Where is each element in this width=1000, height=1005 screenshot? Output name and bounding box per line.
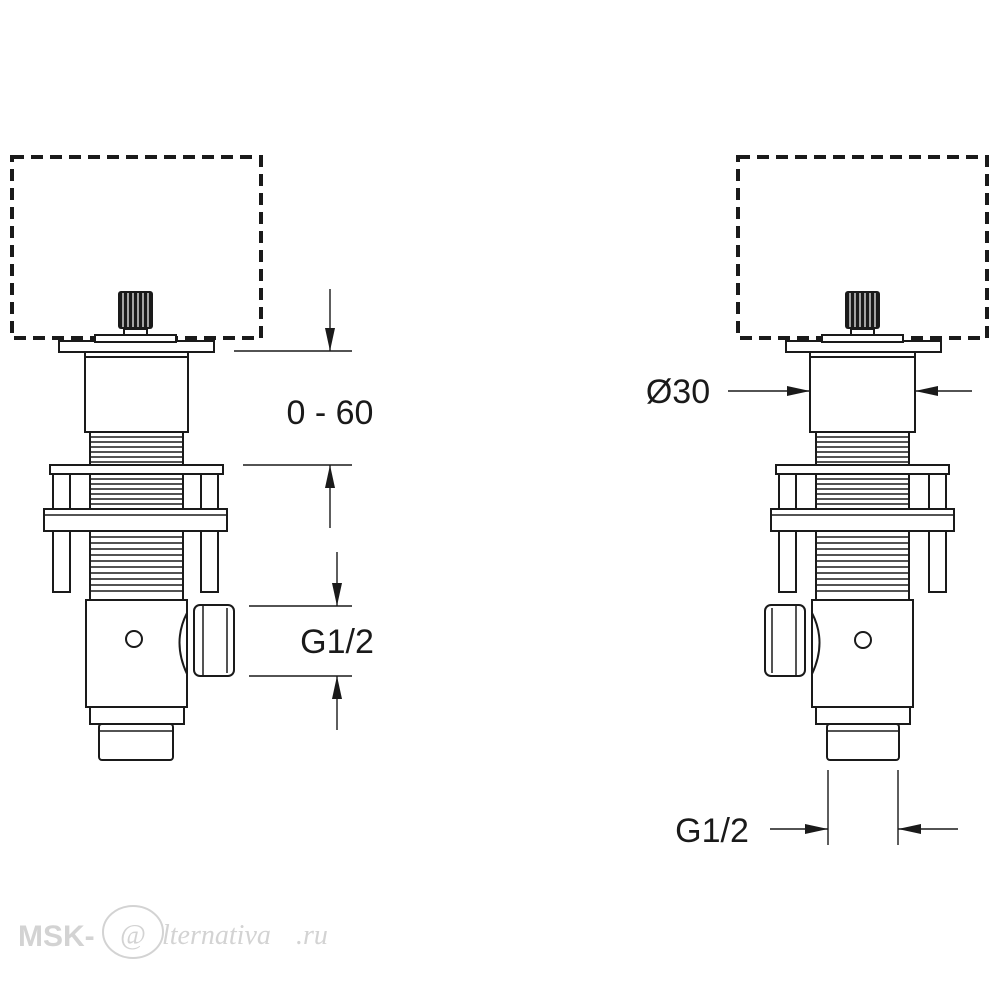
bottom-thread-dimension: G1/2	[675, 770, 958, 850]
left-ribbed-body-lower	[89, 530, 184, 601]
right-view: Ø30 G1/2	[646, 155, 989, 850]
side-thread-dimension: G1/2	[249, 552, 374, 730]
svg-text:lternativa: lternativa	[162, 920, 271, 951]
depth-dimension-label: 0 - 60	[287, 394, 374, 432]
right-valve-body	[764, 599, 914, 761]
right-ribbed-body-upper	[815, 431, 910, 466]
left-cover-plate	[58, 334, 215, 358]
left-ribbed-body-upper	[89, 431, 184, 466]
right-mounting-bracket	[770, 464, 955, 593]
diameter-dimension: Ø30	[646, 373, 972, 411]
diameter-dimension-label: Ø30	[646, 373, 710, 411]
left-sleeve	[84, 356, 189, 433]
left-view: 0 - 60 G1/2	[10, 155, 374, 761]
right-control-knob	[845, 291, 880, 336]
left-control-knob	[118, 291, 153, 336]
svg-text:.ru: .ru	[296, 920, 328, 951]
left-mounting-bracket	[43, 464, 228, 593]
bottom-thread-dimension-label: G1/2	[675, 812, 749, 850]
right-sleeve	[809, 356, 916, 433]
watermark-logo: MSK- @ lternativa .ru	[18, 905, 328, 959]
left-valve-body	[85, 599, 235, 761]
svg-text:@: @	[120, 920, 146, 951]
side-thread-dimension-label: G1/2	[300, 623, 374, 661]
svg-text:MSK-: MSK-	[18, 920, 95, 953]
depth-dimension: 0 - 60	[234, 289, 373, 528]
right-ribbed-body-lower	[815, 530, 910, 601]
